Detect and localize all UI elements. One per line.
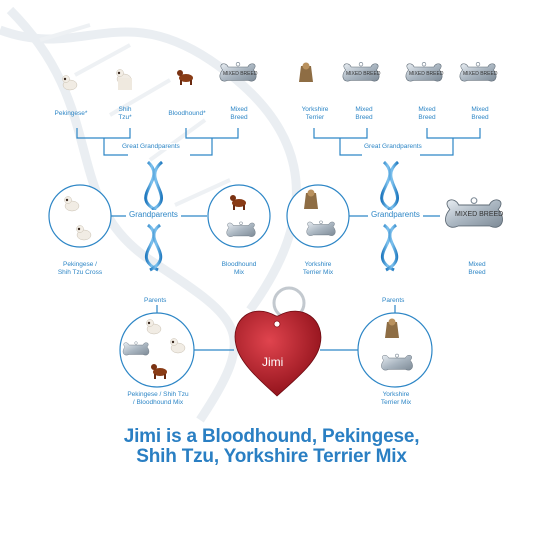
label-yorkshire-terrier-mix: Yorkshire Terrier Mix — [302, 261, 334, 276]
label-grandparents-left: Grandparents — [126, 210, 181, 219]
label-pekingese-shihtzu-cross: Pekingese / Shih Tzu Cross — [57, 261, 103, 276]
bone-text-2: MIXED BREED — [346, 71, 381, 77]
bone-text-large: MIXED BREED — [455, 211, 504, 218]
label-grandparents-right: Grandparents — [368, 210, 423, 219]
label-pekingese: Pekingese* — [54, 110, 88, 117]
label-bloodhound: Bloodhound* — [168, 110, 206, 117]
label-great-grandparents-right: Great Grandparents — [362, 143, 424, 150]
bone-text-3: MIXED BREED — [409, 71, 444, 77]
dna-helix — [144, 160, 400, 272]
grandparent-circle-bloodhound — [207, 184, 271, 248]
label-mixed-breed-3: Mixed Breed — [418, 106, 436, 121]
label-parent-right: Yorkshire Terrier Mix — [380, 391, 412, 406]
label-shih-tzu: Shih Tzu* — [118, 106, 132, 121]
label-yorkshire-terrier: Yorkshire Terrier — [301, 106, 329, 121]
top-row-images — [62, 62, 497, 91]
label-mixed-breed-grandparent: Mixed Breed — [468, 261, 486, 276]
headline-line-2: Shih Tzu, Yorkshire Terrier Mix — [136, 446, 407, 467]
jimi-heart-tag — [234, 286, 322, 397]
label-mixed-breed-1: Mixed Breed — [230, 106, 248, 121]
bone-text-1: MIXED BREED — [223, 71, 258, 77]
label-great-grandparents-left: Great Grandparents — [120, 143, 182, 150]
grandparent-circle-yorkshire — [286, 184, 350, 248]
label-parents-left: Parents — [142, 297, 169, 304]
label-parent-left: Pekingese / Shih Tzu / Bloodhound Mix — [127, 391, 189, 406]
bone-text-4: MIXED BREED — [463, 71, 498, 77]
label-mixed-breed-4: Mixed Breed — [471, 106, 489, 121]
great-grandparent-connectors — [76, 128, 481, 156]
headline-line-1: Jimi is a Bloodhound, Pekingese, — [123, 426, 420, 447]
label-parents-right: Parents — [380, 297, 407, 304]
label-mixed-breed-2: Mixed Breed — [355, 106, 373, 121]
label-bloodhound-mix: Bloodhound Mix — [221, 261, 257, 276]
jimi-name: Jimi — [262, 355, 284, 369]
